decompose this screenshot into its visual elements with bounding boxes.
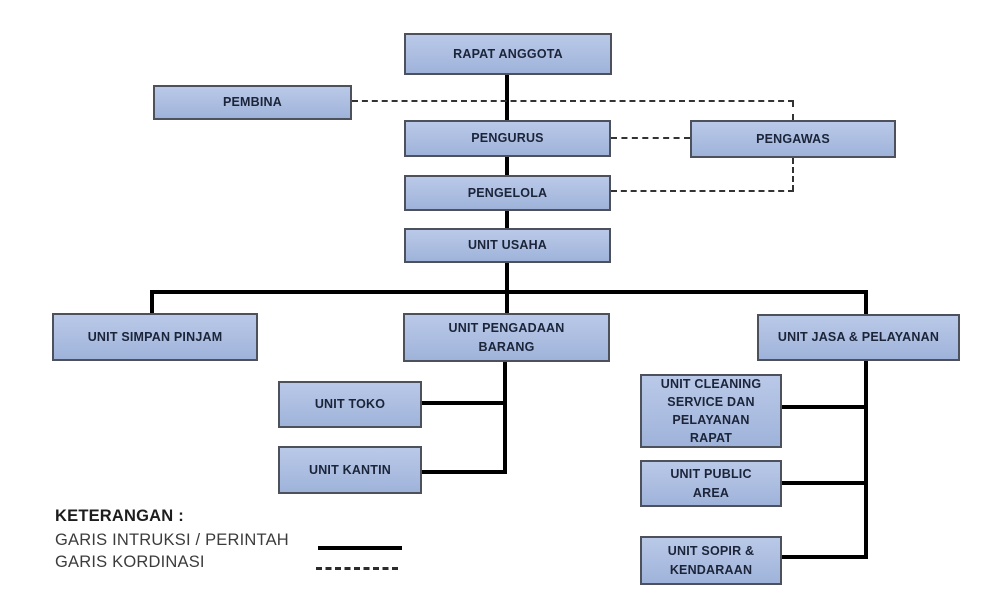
connector-unit-toko (422, 401, 507, 405)
node-unit-cleaning-service: UNIT CLEANING SERVICE DAN PELAYANAN RAPA… (640, 374, 782, 448)
coordination-pembina-pengawas-h (352, 100, 794, 102)
connector-unit-cleaning (782, 405, 868, 409)
node-pengawas: PENGAWAS (690, 120, 896, 158)
coordination-pengelola-pengawas-v (792, 158, 794, 191)
node-label-unit-simpan-pinjam: UNIT SIMPAN PINJAM (87, 329, 223, 344)
node-label-pengawas: PENGAWAS (756, 131, 830, 146)
connector-drop-simpan-pinjam (150, 290, 154, 313)
connector-rapat-pengurus (505, 75, 509, 120)
node-label-unit-usaha: UNIT USAHA (467, 238, 548, 253)
connector-pengurus-pengelola (505, 157, 509, 175)
node-unit-sopir-kendaraan: UNIT SOPIR & KENDARAAN (640, 536, 782, 585)
legend-item-instruction-label: GARIS INTRUKSI / PERINTAH (55, 531, 289, 549)
node-label-pengurus: PENGURUS (471, 131, 544, 146)
node-label-unit-kantin: UNIT KANTIN (308, 462, 392, 477)
coordination-pembina-pengawas-v (792, 101, 794, 120)
connector-units-horizontal (150, 290, 868, 294)
legend-item-coordination-label: GARIS KORDINASI (55, 553, 205, 571)
node-label-unit-jasa-pelayanan: UNIT JASA & PELAYANAN (777, 330, 940, 345)
connector-unit-sopir (782, 555, 868, 559)
coordination-pengelola-pengawas-h (611, 190, 794, 192)
node-label-unit-sopir-kendaraan: UNIT SOPIR & KENDARAAN (667, 544, 755, 577)
legend-dashed-line-sample (316, 567, 398, 570)
node-label-unit-public-area: UNIT PUBLIC AREA (670, 467, 752, 500)
node-label-unit-cleaning-service: UNIT CLEANING SERVICE DAN PELAYANAN RAPA… (660, 376, 762, 446)
connector-pengelola-unitusaha (505, 211, 509, 228)
node-pembina: PEMBINA (153, 85, 352, 120)
coordination-pengurus-pengawas (611, 137, 690, 139)
connector-drop-jasa-pelayanan (864, 290, 868, 314)
node-rapat-anggota: RAPAT ANGGOTA (404, 33, 612, 75)
node-label-unit-pengadaan-barang: UNIT PENGADAAN BARANG (448, 321, 565, 354)
legend-solid-line-sample (318, 546, 402, 550)
node-unit-public-area: UNIT PUBLIC AREA (640, 460, 782, 507)
node-label-rapat-anggota: RAPAT ANGGOTA (453, 46, 563, 61)
node-unit-usaha: UNIT USAHA (404, 228, 611, 263)
node-label-unit-toko: UNIT TOKO (314, 397, 386, 412)
node-unit-simpan-pinjam: UNIT SIMPAN PINJAM (52, 313, 258, 361)
connector-pengadaan-subtree (503, 362, 507, 474)
connector-unit-public-area (782, 481, 868, 485)
node-label-pengelola: PENGELOLA (467, 185, 548, 200)
connector-unitusaha-drop (505, 263, 509, 313)
connector-jasa-subtree (864, 361, 868, 559)
node-pengurus: PENGURUS (404, 120, 611, 157)
legend-title: KETERANGAN : (55, 507, 184, 525)
connector-unit-kantin (422, 470, 507, 474)
node-pengelola: PENGELOLA (404, 175, 611, 211)
node-unit-toko: UNIT TOKO (278, 381, 422, 428)
node-unit-kantin: UNIT KANTIN (278, 446, 422, 494)
node-label-pembina: PEMBINA (222, 95, 283, 110)
node-unit-jasa-pelayanan: UNIT JASA & PELAYANAN (757, 314, 960, 361)
node-unit-pengadaan-barang: UNIT PENGADAAN BARANG (403, 313, 610, 362)
